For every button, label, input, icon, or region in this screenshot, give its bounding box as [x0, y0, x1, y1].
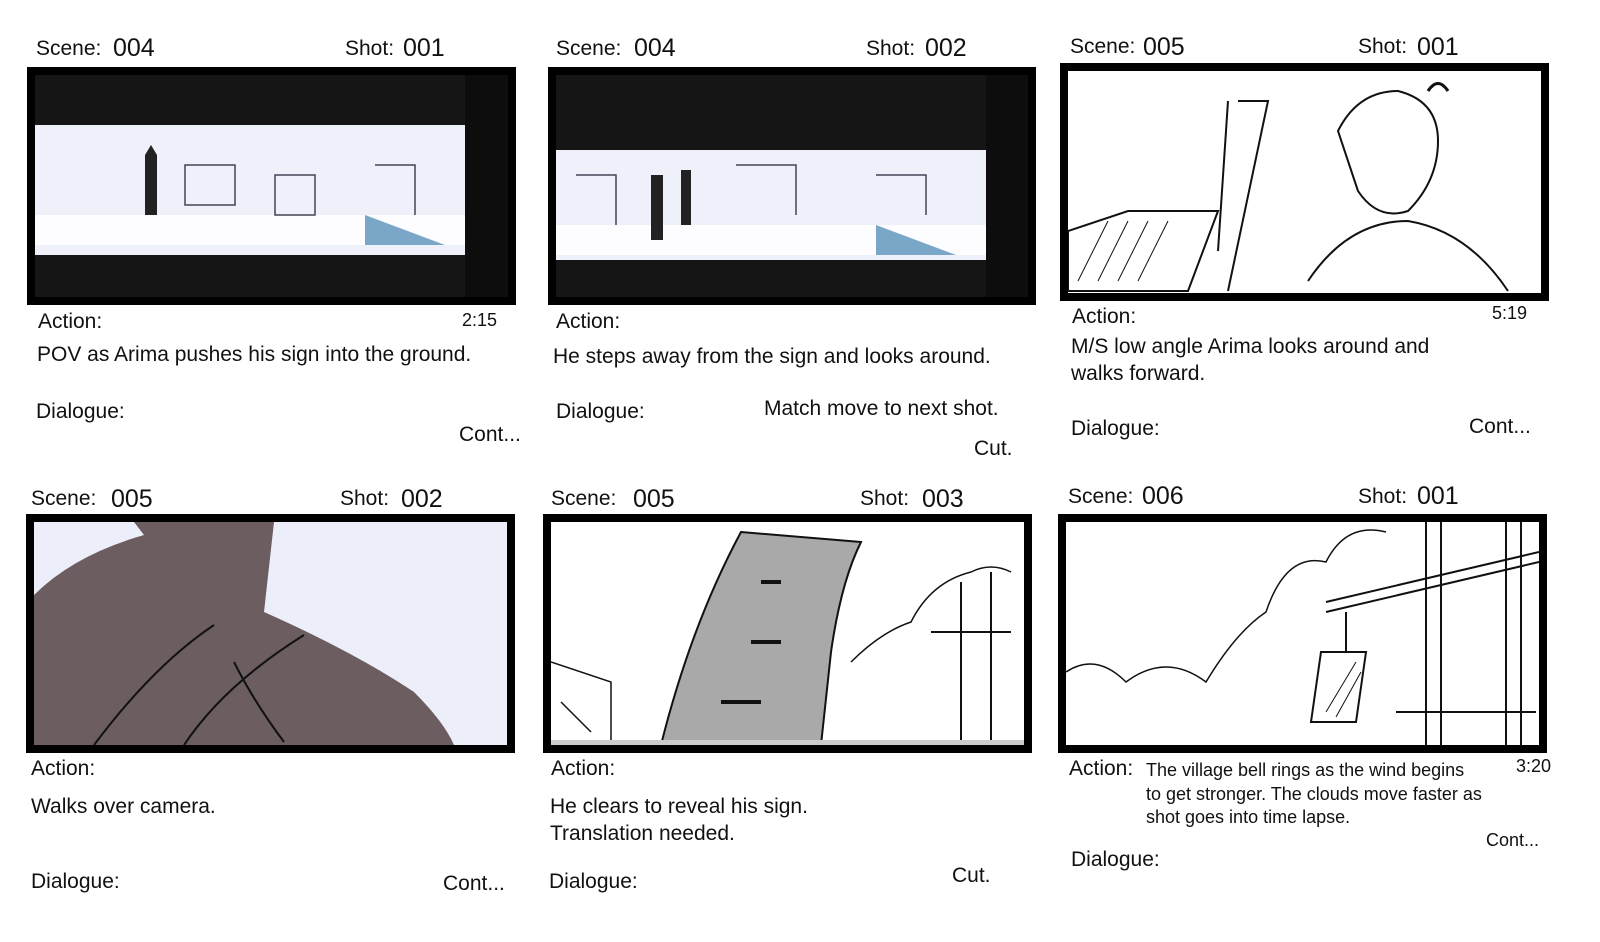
scene-label: Scene:	[31, 487, 97, 510]
transition: Cut.	[974, 437, 1013, 460]
action-label: Action:	[31, 757, 96, 780]
action-text: POV as Arima pushes his sign into the gr…	[37, 343, 472, 366]
shot-label: Shot:	[1358, 485, 1408, 508]
scene-number: 005	[111, 485, 153, 513]
dialogue-label: Dialogue:	[1071, 848, 1160, 871]
shot-frame-window-pov	[27, 67, 516, 305]
transition: Cont...	[459, 423, 521, 446]
shot-label: Shot:	[860, 487, 910, 510]
action-text: Walks over camera.	[31, 795, 216, 818]
action-text-line: to get stronger. The clouds move faster …	[1146, 784, 1482, 804]
shot-number: 002	[925, 34, 967, 62]
shot-frame-village-bell	[1058, 514, 1547, 753]
transition: Cont...	[1469, 415, 1531, 438]
transition: Cut.	[952, 864, 991, 887]
dialogue-label: Dialogue:	[1071, 417, 1160, 440]
scene-label: Scene:	[36, 37, 102, 60]
action-text-line: walks forward.	[1071, 362, 1206, 385]
scene-label: Scene:	[551, 487, 617, 510]
shot-label: Shot:	[345, 37, 395, 60]
action-label: Action:	[1072, 305, 1137, 328]
shot-number: 001	[403, 34, 445, 62]
shot-number: 001	[1417, 33, 1459, 61]
shot-duration: 3:20	[1516, 756, 1552, 776]
action-label: Action:	[556, 310, 621, 333]
transition: Cont...	[443, 872, 505, 895]
action-label: Action:	[1069, 757, 1134, 780]
action-text-line: Translation needed.	[550, 822, 735, 845]
shot-frame-arima-low-angle	[1060, 63, 1549, 301]
action-text-line: shot goes into time lapse.	[1146, 807, 1351, 827]
shot-frame-sign-reveal	[543, 514, 1032, 753]
scene-number: 004	[113, 34, 155, 62]
dialogue-label: Dialogue:	[31, 870, 120, 893]
action-text-line: The village bell rings as the wind begin…	[1146, 760, 1465, 780]
scene-number: 005	[633, 485, 675, 513]
shot-label: Shot:	[866, 37, 916, 60]
scene-number: 004	[634, 34, 676, 62]
action-label: Action:	[551, 757, 616, 780]
shot-label: Shot:	[340, 487, 390, 510]
dialogue-label: Dialogue:	[556, 400, 645, 423]
dialogue-label: Dialogue:	[36, 400, 125, 423]
action-text-line: M/S low angle Arima looks around and	[1071, 335, 1430, 358]
scene-number: 006	[1142, 482, 1184, 510]
shot-frame-window-village	[548, 67, 1036, 305]
scene-label: Scene:	[1070, 35, 1136, 58]
scene-number: 005	[1143, 33, 1185, 61]
shot-label: Shot:	[1358, 35, 1408, 58]
shot-duration: 5:19	[1492, 303, 1528, 323]
shot-number: 001	[1417, 482, 1459, 510]
shot-frame-walks-over-camera	[26, 514, 515, 753]
shot-number: 002	[401, 485, 443, 513]
action-label: Action:	[38, 310, 103, 333]
transition: Cont...	[1486, 830, 1540, 850]
action-text-line: He clears to reveal his sign.	[550, 795, 808, 818]
dialogue-note: Match move to next shot.	[764, 397, 999, 420]
shot-duration: 2:15	[462, 310, 498, 330]
action-text: He steps away from the sign and looks ar…	[553, 345, 991, 368]
shot-number: 003	[922, 485, 964, 513]
dialogue-label: Dialogue:	[549, 870, 638, 893]
scene-label: Scene:	[1068, 485, 1134, 508]
scene-label: Scene:	[556, 37, 622, 60]
